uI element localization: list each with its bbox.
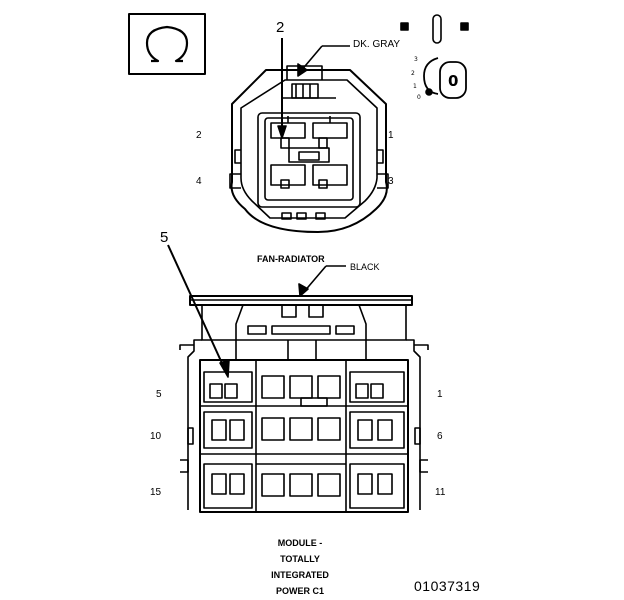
omega-symbol-text: Ω: [0, 0, 1, 1]
top-pin-3-label: 3: [388, 176, 394, 187]
row-label-6: 6: [437, 431, 443, 442]
row-label-5: 5: [156, 389, 162, 400]
caption-line-4: POWER C1: [275, 586, 324, 596]
key-label: 0: [448, 72, 458, 90]
callout-2: 2: [276, 19, 285, 36]
callout-5: 5: [160, 229, 169, 246]
top-connector: [229, 65, 389, 233]
row-label-1: 1: [437, 389, 443, 400]
row-label-10: 10: [150, 431, 162, 442]
caption-line-3: INTEGRATED: [271, 570, 329, 580]
ohmmeter-icon: [128, 13, 206, 75]
bottom-connector: [179, 295, 429, 513]
key-position-0: 0: [417, 94, 421, 101]
black-label: BLACK: [350, 262, 380, 272]
caption-line-2: TOTALLY: [280, 554, 320, 564]
dk-gray-label: DK. GRAY: [353, 39, 401, 50]
row-label-15: 15: [150, 487, 162, 498]
key-position-1: 1: [413, 83, 417, 90]
callout-2-leader: [277, 38, 287, 139]
dk-gray-leader: [297, 45, 350, 77]
top-pin-4-label: 4: [196, 176, 202, 187]
top-pin-1-label: 1: [388, 130, 394, 141]
caption-line-1: MODULE -: [277, 538, 323, 548]
row-label-11: 11: [435, 487, 446, 498]
callout-5-leader: [167, 244, 230, 378]
top-pin-2-label: 2: [196, 130, 202, 141]
key-switch-icon: [400, 14, 469, 99]
figure-number: 01037319: [414, 578, 481, 594]
key-position-3: 3: [414, 56, 418, 63]
key-position-2: 2: [411, 70, 415, 77]
black-leader: [298, 265, 346, 297]
fan-radiator-label: FAN-RADIATOR: [257, 254, 325, 264]
